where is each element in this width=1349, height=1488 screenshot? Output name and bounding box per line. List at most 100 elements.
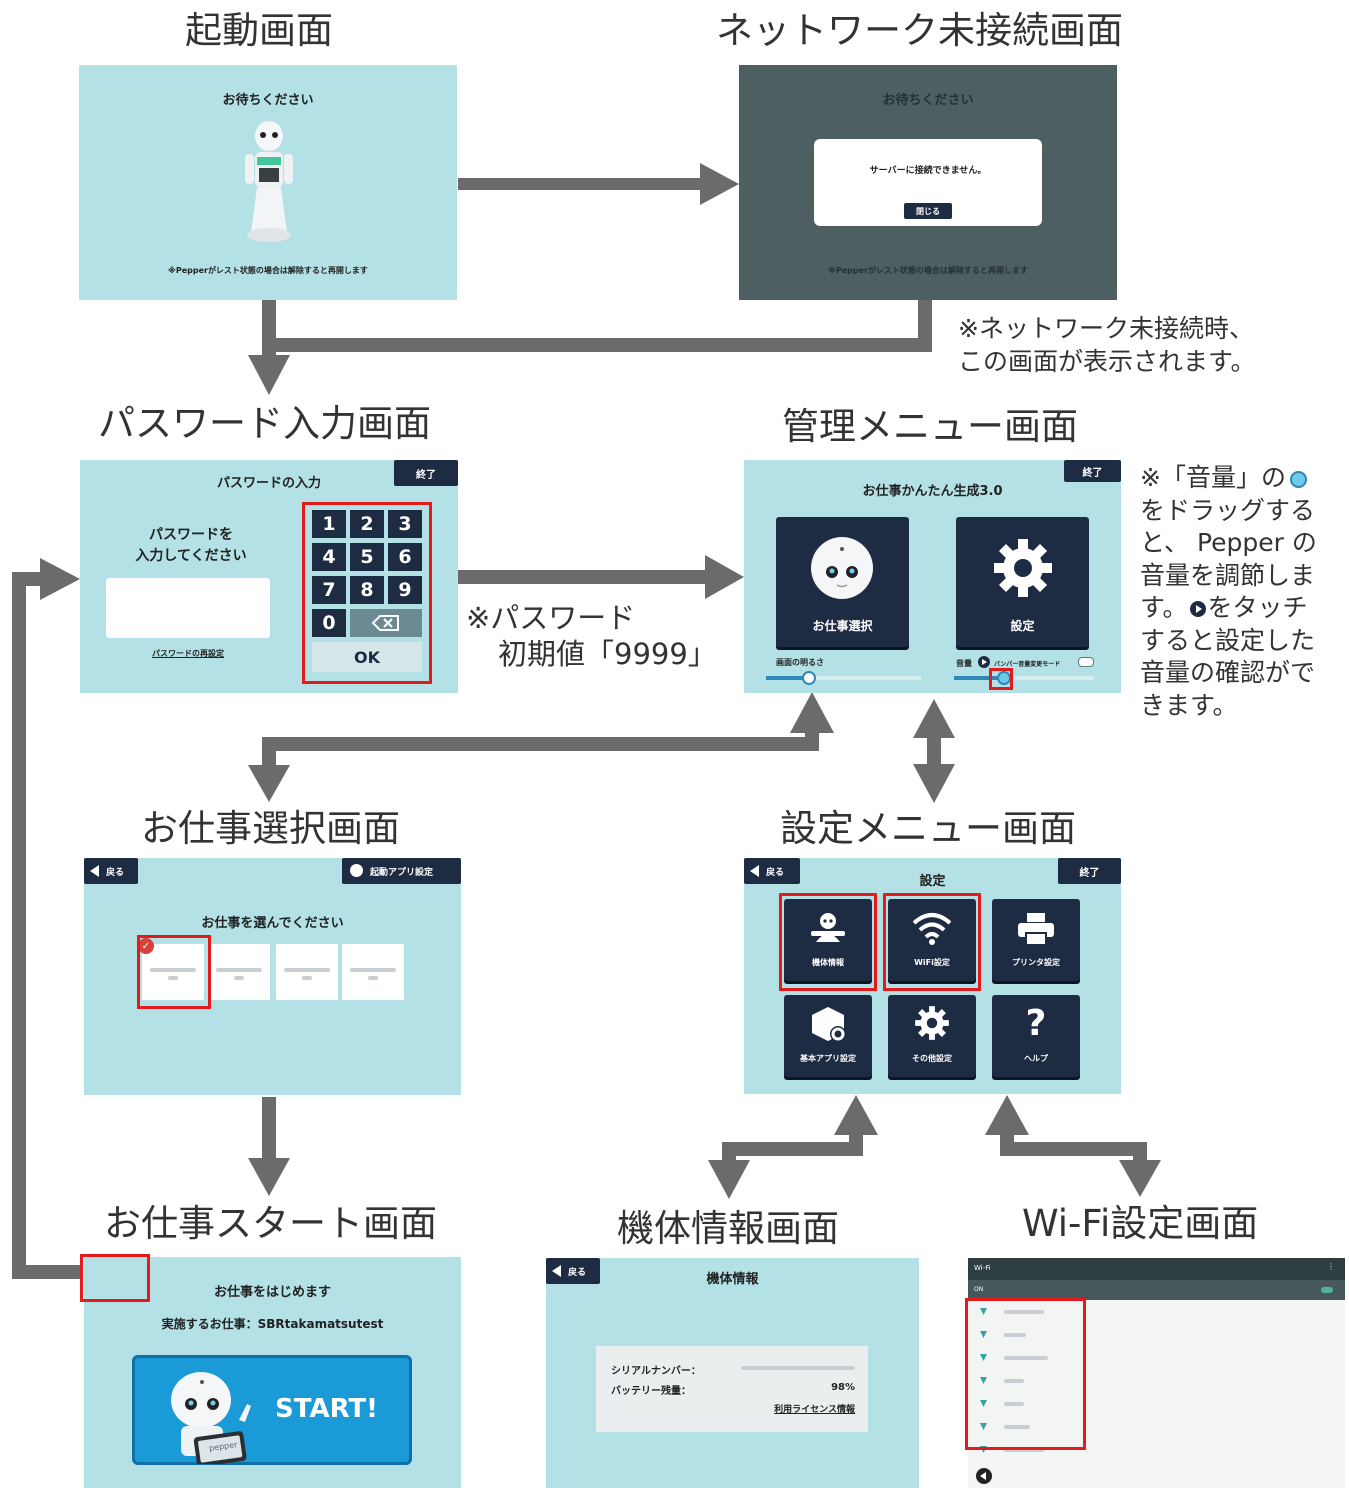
battery-value: 98% [831, 1382, 855, 1393]
help-icon: ? [1025, 1003, 1047, 1044]
note-volume-line8: きます。 [1140, 690, 1238, 720]
title-job-select: お仕事選択画面 [141, 807, 400, 850]
job-back-button[interactable]: 戻る [84, 858, 138, 884]
password-input-field[interactable] [106, 578, 270, 638]
device-info-heading: 機体情報 [706, 1272, 759, 1287]
note-volume-line7: 音量の確認がで [1140, 658, 1316, 687]
android-back-icon[interactable] [976, 1468, 992, 1484]
highlight-selected-job [137, 935, 211, 1009]
start-button[interactable]: pepper START! [132, 1355, 412, 1465]
network-heading: お待ちください [882, 93, 974, 108]
app-settings-button[interactable]: 起動アプリ設定 [342, 858, 461, 884]
battery-label: バッテリー残量： [611, 1386, 691, 1397]
key-0[interactable]: 0 [312, 609, 346, 637]
tile-printer-settings[interactable]: プリンタ設定 [992, 899, 1080, 981]
job-select-screen: 戻る 起動アプリ設定 お仕事を選んでください ✓ [84, 858, 461, 1095]
job-card-subtitle [168, 976, 178, 980]
app-settings-icon [350, 864, 363, 877]
job-card[interactable] [142, 944, 204, 1000]
backspace-icon [371, 615, 399, 631]
key-7[interactable]: 7 [312, 576, 346, 604]
job-card[interactable] [276, 944, 338, 1000]
tile-help[interactable]: ? ヘルプ [992, 995, 1080, 1077]
volume-slider[interactable] [954, 671, 1094, 685]
tile-basic-app-settings[interactable]: 基本アプリ設定 [784, 995, 872, 1077]
highlight-wifi-tile [883, 893, 981, 991]
tile-device-info[interactable]: 機体情報 [784, 899, 872, 981]
tile-other-settings[interactable]: その他設定 [888, 995, 976, 1077]
play-icon [1189, 601, 1206, 617]
wifi-network-list [968, 1300, 1345, 1460]
device-info-panel: シリアルナンバー： バッテリー残量： 98% 利用ライセンス情報 [596, 1346, 868, 1432]
device-back-label: 戻る [568, 1268, 587, 1278]
key-1[interactable]: 1 [312, 510, 346, 538]
connector-jobselect-down [262, 1097, 276, 1159]
tile-printer-label: プリンタ設定 [1012, 958, 1060, 967]
device-back-button[interactable]: 戻る [546, 1258, 600, 1284]
wifi-signal-icon [980, 1331, 987, 1338]
key-3[interactable]: 3 [388, 510, 422, 538]
admin-heading: お仕事かんたん生成3.0 [862, 484, 1003, 499]
password-heading: パスワードの入力 [216, 476, 321, 491]
tile-wifi-label: WiFi設定 [914, 958, 950, 967]
tile-help-label: ヘルプ [1024, 1054, 1048, 1063]
serial-label: シリアルナンバー： [611, 1366, 701, 1377]
connector-admin-job-horizontal [262, 737, 819, 751]
volume-preview-button[interactable] [978, 656, 990, 668]
admin-job-tile[interactable]: お仕事選択 [776, 517, 909, 647]
tile-other-settings-label: その他設定 [912, 1054, 952, 1063]
key-5[interactable]: 5 [350, 543, 384, 571]
key-2[interactable]: 2 [350, 510, 384, 538]
password-reset-link[interactable]: パスワードの再設定 [152, 649, 224, 658]
pepper-robot-icon [171, 1372, 251, 1464]
title-settings: 設定メニュー画面 [780, 807, 1076, 850]
arrow-up-to-settings-right [985, 1095, 1029, 1135]
brightness-slider-knob[interactable] [802, 671, 817, 685]
connector-settings-deviceinfo-horiz [722, 1142, 863, 1156]
highlight-wifi-list [965, 1298, 1086, 1450]
admin-exit-button[interactable]: 終了 [1064, 460, 1121, 482]
wifi-ssid [1004, 1402, 1024, 1406]
network-dialog: サーバーに接続できません。 閉じる [814, 139, 1042, 226]
note-volume-line2: をドラッグする [1140, 495, 1316, 525]
admin-settings-tile[interactable]: 設定 [956, 517, 1089, 647]
start-button-label: START! [275, 1394, 379, 1424]
license-link[interactable]: 利用ライセンス情報 [774, 1405, 855, 1415]
wifi-ssid [1004, 1310, 1044, 1314]
wifi-toggle-switch[interactable] [1321, 1287, 1333, 1293]
connector-settings-wifi-horiz [1000, 1142, 1147, 1156]
wifi-title: Wi-Fi [974, 1264, 991, 1272]
loop-vertical [12, 572, 26, 1279]
settings-screen: 戻る 設定 終了 機体情報 WiFi設定 プリンタ設定 基本アプリ設定 その他設… [744, 858, 1121, 1094]
settings-exit-button[interactable]: 終了 [1058, 858, 1121, 884]
bumper-toggle[interactable] [1078, 657, 1094, 667]
connector-wifi-down [1133, 1142, 1147, 1162]
settings-back-button[interactable]: 戻る [744, 858, 800, 884]
job-card[interactable] [342, 944, 404, 1000]
key-8[interactable]: 8 [350, 576, 384, 604]
job-start-job-line: 実施するお仕事：SBRtakamatsutest [161, 1317, 384, 1331]
key-4[interactable]: 4 [312, 543, 346, 571]
arrow-startup-to-network [458, 163, 739, 205]
key-6[interactable]: 6 [388, 543, 422, 571]
wifi-signal-icon [980, 1377, 987, 1384]
password-ok-button[interactable]: OK [312, 642, 422, 672]
connector-job-down [262, 737, 276, 765]
note-volume-line3: と、 Pepper の [1140, 528, 1317, 557]
password-prompt-line2: 入力してください [135, 548, 247, 564]
backspace-key[interactable] [350, 609, 422, 637]
highlight-volume-knob [989, 668, 1013, 690]
more-options-icon[interactable]: ⋮ [1327, 1262, 1335, 1271]
password-prompt: パスワードを 入力してください [106, 525, 276, 567]
connector-startup-down [262, 300, 276, 355]
arrow-into-wifi [1119, 1160, 1161, 1197]
title-wifi: Wi-Fi設定画面 [1022, 1202, 1259, 1245]
play-icon [982, 659, 987, 665]
network-close-button[interactable]: 閉じる [904, 203, 952, 219]
job-card-title [350, 968, 396, 972]
job-card[interactable] [208, 944, 270, 1000]
password-exit-button[interactable]: 終了 [394, 460, 458, 486]
brightness-slider[interactable] [766, 671, 921, 685]
key-9[interactable]: 9 [388, 576, 422, 604]
tile-wifi-settings[interactable]: WiFi設定 [888, 899, 976, 981]
